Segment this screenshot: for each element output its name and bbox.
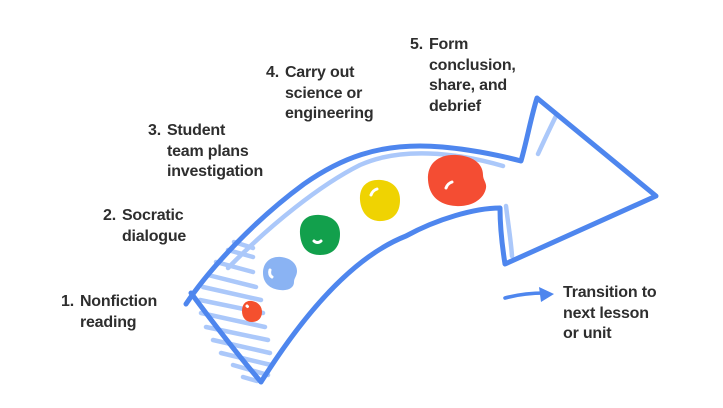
tail-hatching [197, 239, 274, 384]
step-label-4: 4. Carry out science or engineering [266, 63, 374, 125]
legend-line: or unit [563, 325, 612, 342]
step-number: 1. [61, 293, 74, 310]
step-number: 5. [410, 36, 423, 53]
step-number: 4. [266, 64, 279, 81]
step-label-1: 1. Nonfiction reading [61, 292, 157, 333]
step-label-3: 3. Student team plans investigation [148, 121, 263, 183]
step-line: share, and [428, 77, 507, 94]
step-4-dot [359, 179, 400, 222]
step-line: Student [166, 122, 226, 139]
step-label-2: 2. Socratic dialogue [103, 206, 186, 247]
step-line: Nonfiction [79, 293, 158, 310]
step-2-dot [263, 256, 297, 291]
step-label-5: 5. Form conclusion, share, and debrief [410, 35, 516, 117]
legend-line: next lesson [563, 304, 649, 322]
arrow-outline [183, 95, 659, 385]
step-3-dot [299, 214, 340, 255]
dot-highlights [245, 180, 454, 308]
step-line: reading [79, 313, 137, 331]
step-1-dot [242, 300, 262, 322]
step-line: conclusion, [428, 56, 516, 74]
right-arrow-head [539, 287, 554, 302]
step-line: science or [284, 84, 363, 102]
step-line: engineering [284, 105, 374, 122]
legend-line: Transition to [563, 284, 657, 301]
transition-legend: Transition to next lesson or unit [563, 283, 657, 345]
step-number: 3. [148, 122, 161, 139]
right-arrow-icon [503, 287, 554, 302]
step-line: debrief [428, 97, 481, 115]
step-5-dot [427, 154, 487, 207]
step-line: Form [428, 36, 469, 53]
step-number: 2. [103, 207, 116, 224]
step-line: team plans [166, 142, 249, 160]
step-line: Carry out [284, 64, 355, 81]
step-line: dialogue [121, 227, 187, 245]
step-dots [242, 154, 487, 322]
step-line: investigation [166, 163, 264, 180]
step-line: Socratic [121, 207, 184, 224]
